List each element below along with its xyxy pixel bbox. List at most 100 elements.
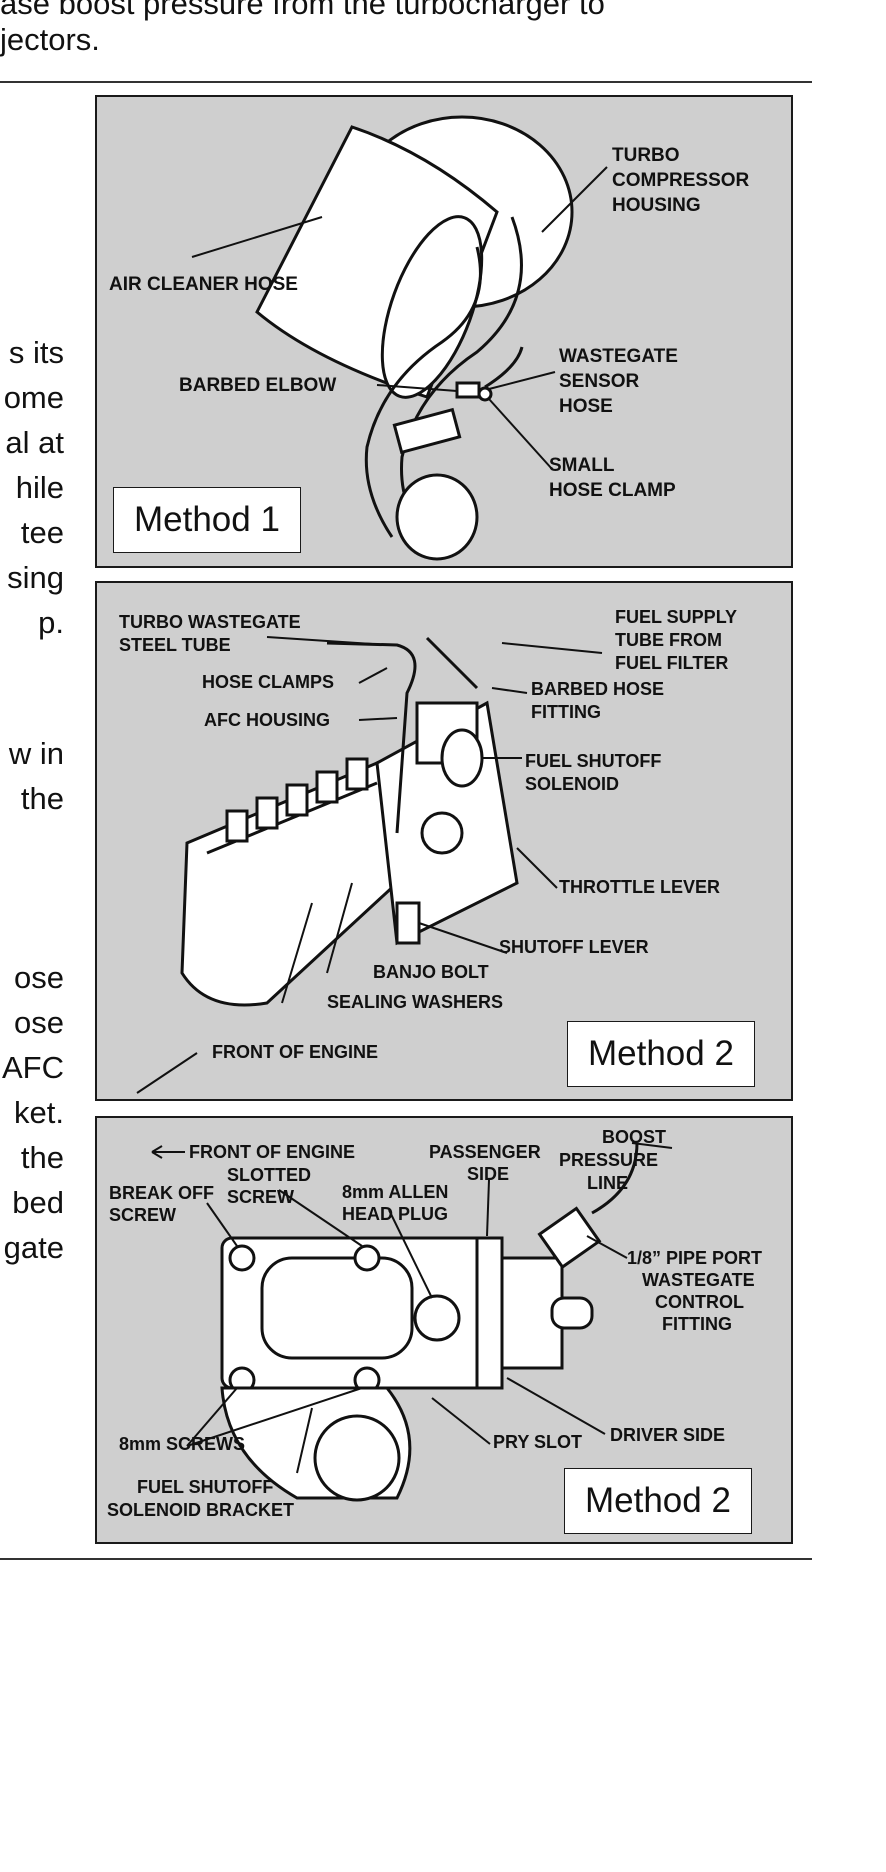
hose-clamp-band [392,407,462,455]
figure-method-2-pump: TURBO WASTEGATE STEEL TUBE FUEL SUPPLY T… [95,581,793,1101]
small-clamp-shape [477,386,493,402]
leader-line [516,847,558,889]
body-text-line: jectors. [0,22,100,57]
leader-line [488,371,556,390]
label-wastegate-hose: WASTEGATE [559,346,678,367]
bottom-divider [0,1558,812,1560]
throttle-shape [420,811,464,855]
label-fuel-supply: TUBE FROM [615,630,722,650]
allen-head-plug [413,1294,461,1342]
label-small-hose-clamp: SMALL [549,455,615,476]
label-boost-line: PRESSURE [559,1150,658,1170]
label-passenger-side: SIDE [467,1164,509,1184]
leader-line [491,687,528,694]
body-text-top: ase boost pressure from the turbocharger… [0,0,605,58]
label-turbo: HOUSING [612,195,701,216]
label-sealing-washers: SEALING WASHERS [327,992,503,1012]
label-throttle-lever: THROTTLE LEVER [559,877,720,897]
leader-line [501,642,603,654]
label-fuel-supply: FUEL SUPPLY [615,607,737,627]
label-shutoff-lever: SHUTOFF LEVER [499,937,649,957]
label-boost-line: LINE [587,1173,628,1193]
delivery-valves [225,757,369,843]
leader-line [541,166,608,233]
plate-recess [260,1256,414,1360]
delivery-valve [225,809,249,843]
front-arrow-line [136,1052,198,1094]
method-label: Method 2 [567,1021,755,1087]
figure-method-2-bracket: FRONT OF ENGINE PASSENGER SIDE BOOST PRE… [95,1116,793,1544]
shutoff-lever-shape [395,901,421,945]
label-fuel-supply: FUEL FILTER [615,653,728,673]
label-wastegate-hose: SENSOR [559,371,640,392]
left-text-line: ose [14,1005,64,1040]
delivery-valve [345,757,369,791]
leader-line [586,1235,628,1259]
left-text-line: tee [20,515,64,550]
side-cap [550,1296,594,1330]
turbo-hose-diagram: TURBO COMPRESSOR HOUSING AIR CLEANER HOS… [109,115,750,561]
leader-line [358,717,398,721]
label-shutoff-solenoid: SOLENOID [525,774,619,794]
label-afc-housing: AFC HOUSING [204,710,330,730]
left-text-line: the [20,781,64,816]
leader-line [326,882,353,974]
label-hose-clamps: HOSE CLAMPS [202,672,334,692]
label-boost-line: BOOST [602,1127,666,1147]
flange [475,1236,504,1390]
sensor-hose-shape [484,346,524,389]
left-text-line: bed [12,1185,64,1220]
break-off-screw [228,1244,256,1272]
solenoid-bracket-diagram: FRONT OF ENGINE PASSENGER SIDE BOOST PRE… [107,1127,762,1520]
label-barbed-fitting: BARBED HOSE [531,679,664,699]
outlet-tube-inner [364,246,482,538]
leader-line [418,922,508,954]
label-barbed-elbow: BARBED ELBOW [179,375,336,396]
label-pry-slot: PRY SLOT [493,1432,582,1452]
leader-line [358,667,388,684]
left-text-group-3: ose ose AFC ket. the bed gate [2,955,64,1270]
method-label: Method 1 [113,487,301,553]
label-solenoid-bracket: SOLENOID BRACKET [107,1500,294,1520]
left-text-group-1: s its ome al at hile tee sing p. [4,330,64,645]
label-front-of-engine: FRONT OF ENGINE [189,1142,355,1162]
delivery-valve [285,783,309,817]
top-divider [0,81,812,83]
left-text-line: ome [3,380,64,415]
barbed-elbow-shape [455,381,481,399]
label-barbed-fitting: FITTING [531,702,601,722]
left-text-line: al at [5,425,64,460]
label-turbo: TURBO [612,145,680,166]
leader-line [506,1377,606,1435]
left-text-line: ose [14,960,64,995]
leader-line [266,636,388,646]
slotted-screw [353,1244,381,1272]
label-pipe-port: FITTING [662,1314,732,1334]
label-banjo-bolt: BANJO BOLT [373,962,489,982]
label-slotted-screw: SLOTTED [227,1165,311,1185]
left-text-line: the [20,1140,64,1175]
label-allen-plug: 8mm ALLEN [342,1182,448,1202]
left-text-line: gate [3,1230,64,1265]
delivery-valve [255,796,279,830]
leader-line [296,1407,313,1474]
leader-line [488,398,553,470]
fuel-tube-shape [425,636,479,690]
solenoid-bore [313,1414,401,1502]
leader-line [206,1202,238,1247]
label-allen-plug: HEAD PLUG [342,1204,448,1224]
body-text-line: ase boost pressure from the turbocharger… [0,0,605,21]
left-text-line: hile [15,470,64,505]
method-label: Method 2 [564,1468,752,1534]
label-8mm-screws: 8mm SCREWS [119,1434,245,1454]
label-pipe-port: WASTEGATE [642,1270,755,1290]
label-break-off-screw: SCREW [109,1205,176,1225]
left-text-line: w in [8,736,64,771]
label-pipe-port: 1/8” PIPE PORT [627,1248,762,1268]
label-break-off-screw: BREAK OFF [109,1183,214,1203]
leader-line [388,1209,433,1299]
left-text-line: s its [8,335,64,370]
outlet-opening [395,473,479,561]
leader-line [191,216,323,258]
leader-line [186,1387,363,1447]
